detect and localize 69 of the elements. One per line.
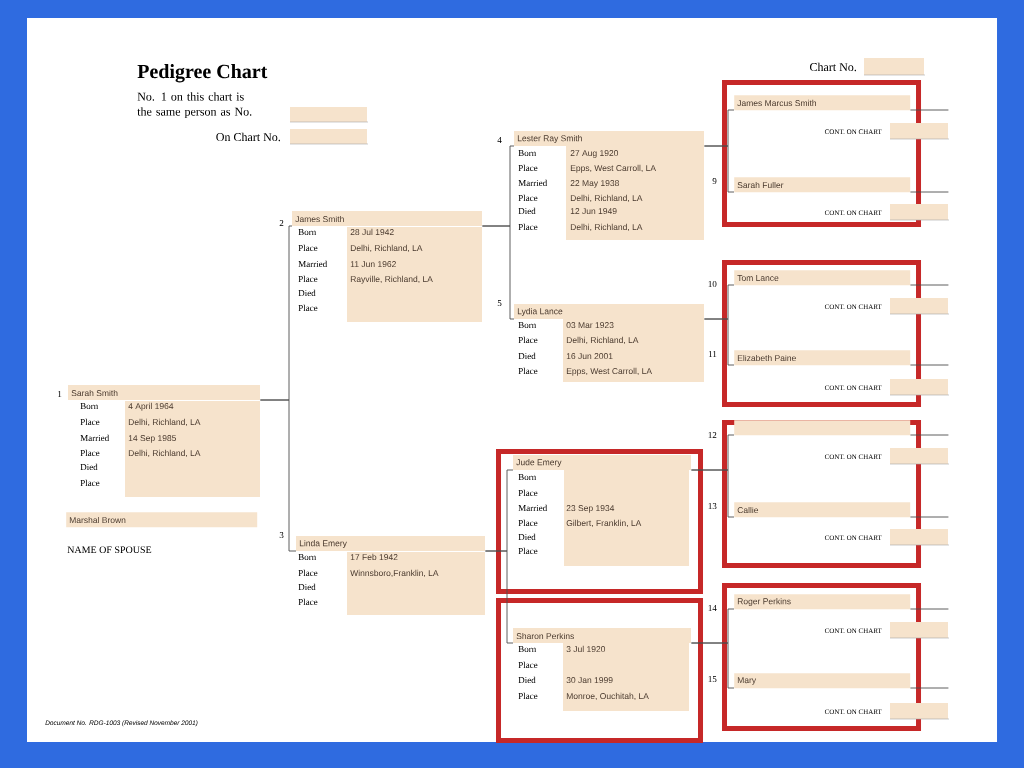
node-label: Married — [518, 504, 548, 512]
person-box: Sarah Smith Born 4 April 1964 Place Delhi, Richland, LA Married 14 Sep 1985 Place Delhi, Richland, LA Died Place — [68, 385, 260, 497]
generation-number: 12 — [708, 432, 717, 438]
name-field: Callie — [734, 502, 911, 518]
name-field: Elizabeth Paine — [734, 350, 911, 366]
person-box: Sharon Perkins Born 3 Jul 1920 Place Died 30 Jan 1999 Place Monroe, Ouchitah, LA — [513, 628, 691, 711]
generation-number: 14 — [708, 605, 717, 611]
node-label: 30 Jan 1999 — [566, 677, 613, 684]
connector-line — [690, 642, 735, 689]
generation-number: 15 — [708, 676, 717, 683]
highlight-frame — [722, 260, 921, 407]
title: Pedigree Chart — [137, 64, 268, 83]
highlight-frame — [496, 449, 703, 594]
node-label: Place — [518, 519, 538, 527]
generation-number: 4 — [497, 137, 502, 143]
node-label: 23 Sep 1934 — [566, 505, 615, 513]
node-label: Born — [518, 646, 537, 653]
generation-number: 9 — [712, 178, 717, 185]
connector-line — [690, 469, 735, 518]
person-box: Lydia Lance Born 03 Mar 1923 Place Delhi, Richland, LA Died 16 Jun 2001 Place Epps, West Carroll, LA — [514, 304, 704, 382]
node-label: Place — [518, 692, 538, 700]
header-note: No. 1 on this chart is the same person as No. — [137, 92, 252, 119]
connector-line — [909, 516, 949, 518]
node-label: Died — [518, 533, 536, 541]
connector-line — [909, 364, 949, 366]
generation-number: 2 — [279, 220, 284, 226]
node-label: Place — [518, 489, 538, 497]
name-field: Sarah Fuller — [734, 177, 911, 193]
node-label: Gilbert, Franklin, LA — [566, 519, 642, 528]
connector-line — [703, 145, 735, 193]
connector-line — [909, 687, 949, 689]
connector-line — [259, 399, 297, 552]
connector-line — [909, 191, 949, 193]
node-label: Born — [518, 474, 537, 481]
generation-number: 13 — [708, 503, 717, 510]
connector-line — [703, 318, 735, 366]
connector-line — [909, 608, 949, 610]
highlight-frame — [722, 583, 921, 731]
spouse-caption: NAME OF SPOUSE — [67, 546, 152, 554]
generation-number: 1 — [58, 391, 62, 397]
generation-number: 11 — [708, 351, 717, 357]
generation-number: 5 — [497, 300, 502, 307]
name-field: Tom Lance — [734, 270, 911, 286]
node-label: Sharon Perkins — [516, 632, 574, 640]
person-box: Linda Emery Born 17 Feb 1942 Place Winnsboro,Franklin, LA Died Place — [296, 536, 485, 615]
node-label: Monroe, Ouchitah, LA — [566, 692, 649, 701]
node-label: Place — [518, 661, 538, 669]
person-box: Lester Ray Smith Born 27 Aug 1920 Place Epps, West Carroll, LA Married 22 May 1938 Place Delhi, Richland, LA Died 12 Jun 1949 Place Delhi, Richland, LA — [514, 131, 704, 240]
generation-number: 10 — [708, 281, 717, 288]
node-label: Place — [518, 547, 538, 555]
name-field: Mary — [734, 673, 911, 689]
header-note: Chart No. — [809, 62, 857, 72]
name-field: Marshal Brown — [66, 512, 258, 528]
connector-line — [909, 109, 949, 111]
person-box: Jude Emery Born Place Married 23 Sep 1934 Place Gilbert, Franklin, LA Died Place — [513, 455, 691, 566]
highlight-frame — [722, 80, 921, 227]
connector-line — [481, 225, 515, 320]
connector-line — [484, 550, 514, 644]
connector-line — [909, 284, 949, 286]
connector-line — [909, 434, 949, 436]
name-field: Roger Perkins — [734, 594, 911, 610]
generation-number: 3 — [279, 532, 284, 539]
header-note: On Chart No. — [216, 132, 280, 142]
node-label: Jude Emery — [516, 459, 562, 467]
person-box: James Smith Born 28 Jul 1942 Place Delhi, Richland, LA Married 11 Jun 1962 Place Rayville, Richland, LA Died Place — [292, 211, 482, 322]
name-field: James Marcus Smith — [734, 95, 911, 111]
node-label: Died — [518, 676, 536, 684]
highlight-frame — [496, 598, 703, 743]
node-label: 3 Jul 1920 — [566, 645, 606, 653]
